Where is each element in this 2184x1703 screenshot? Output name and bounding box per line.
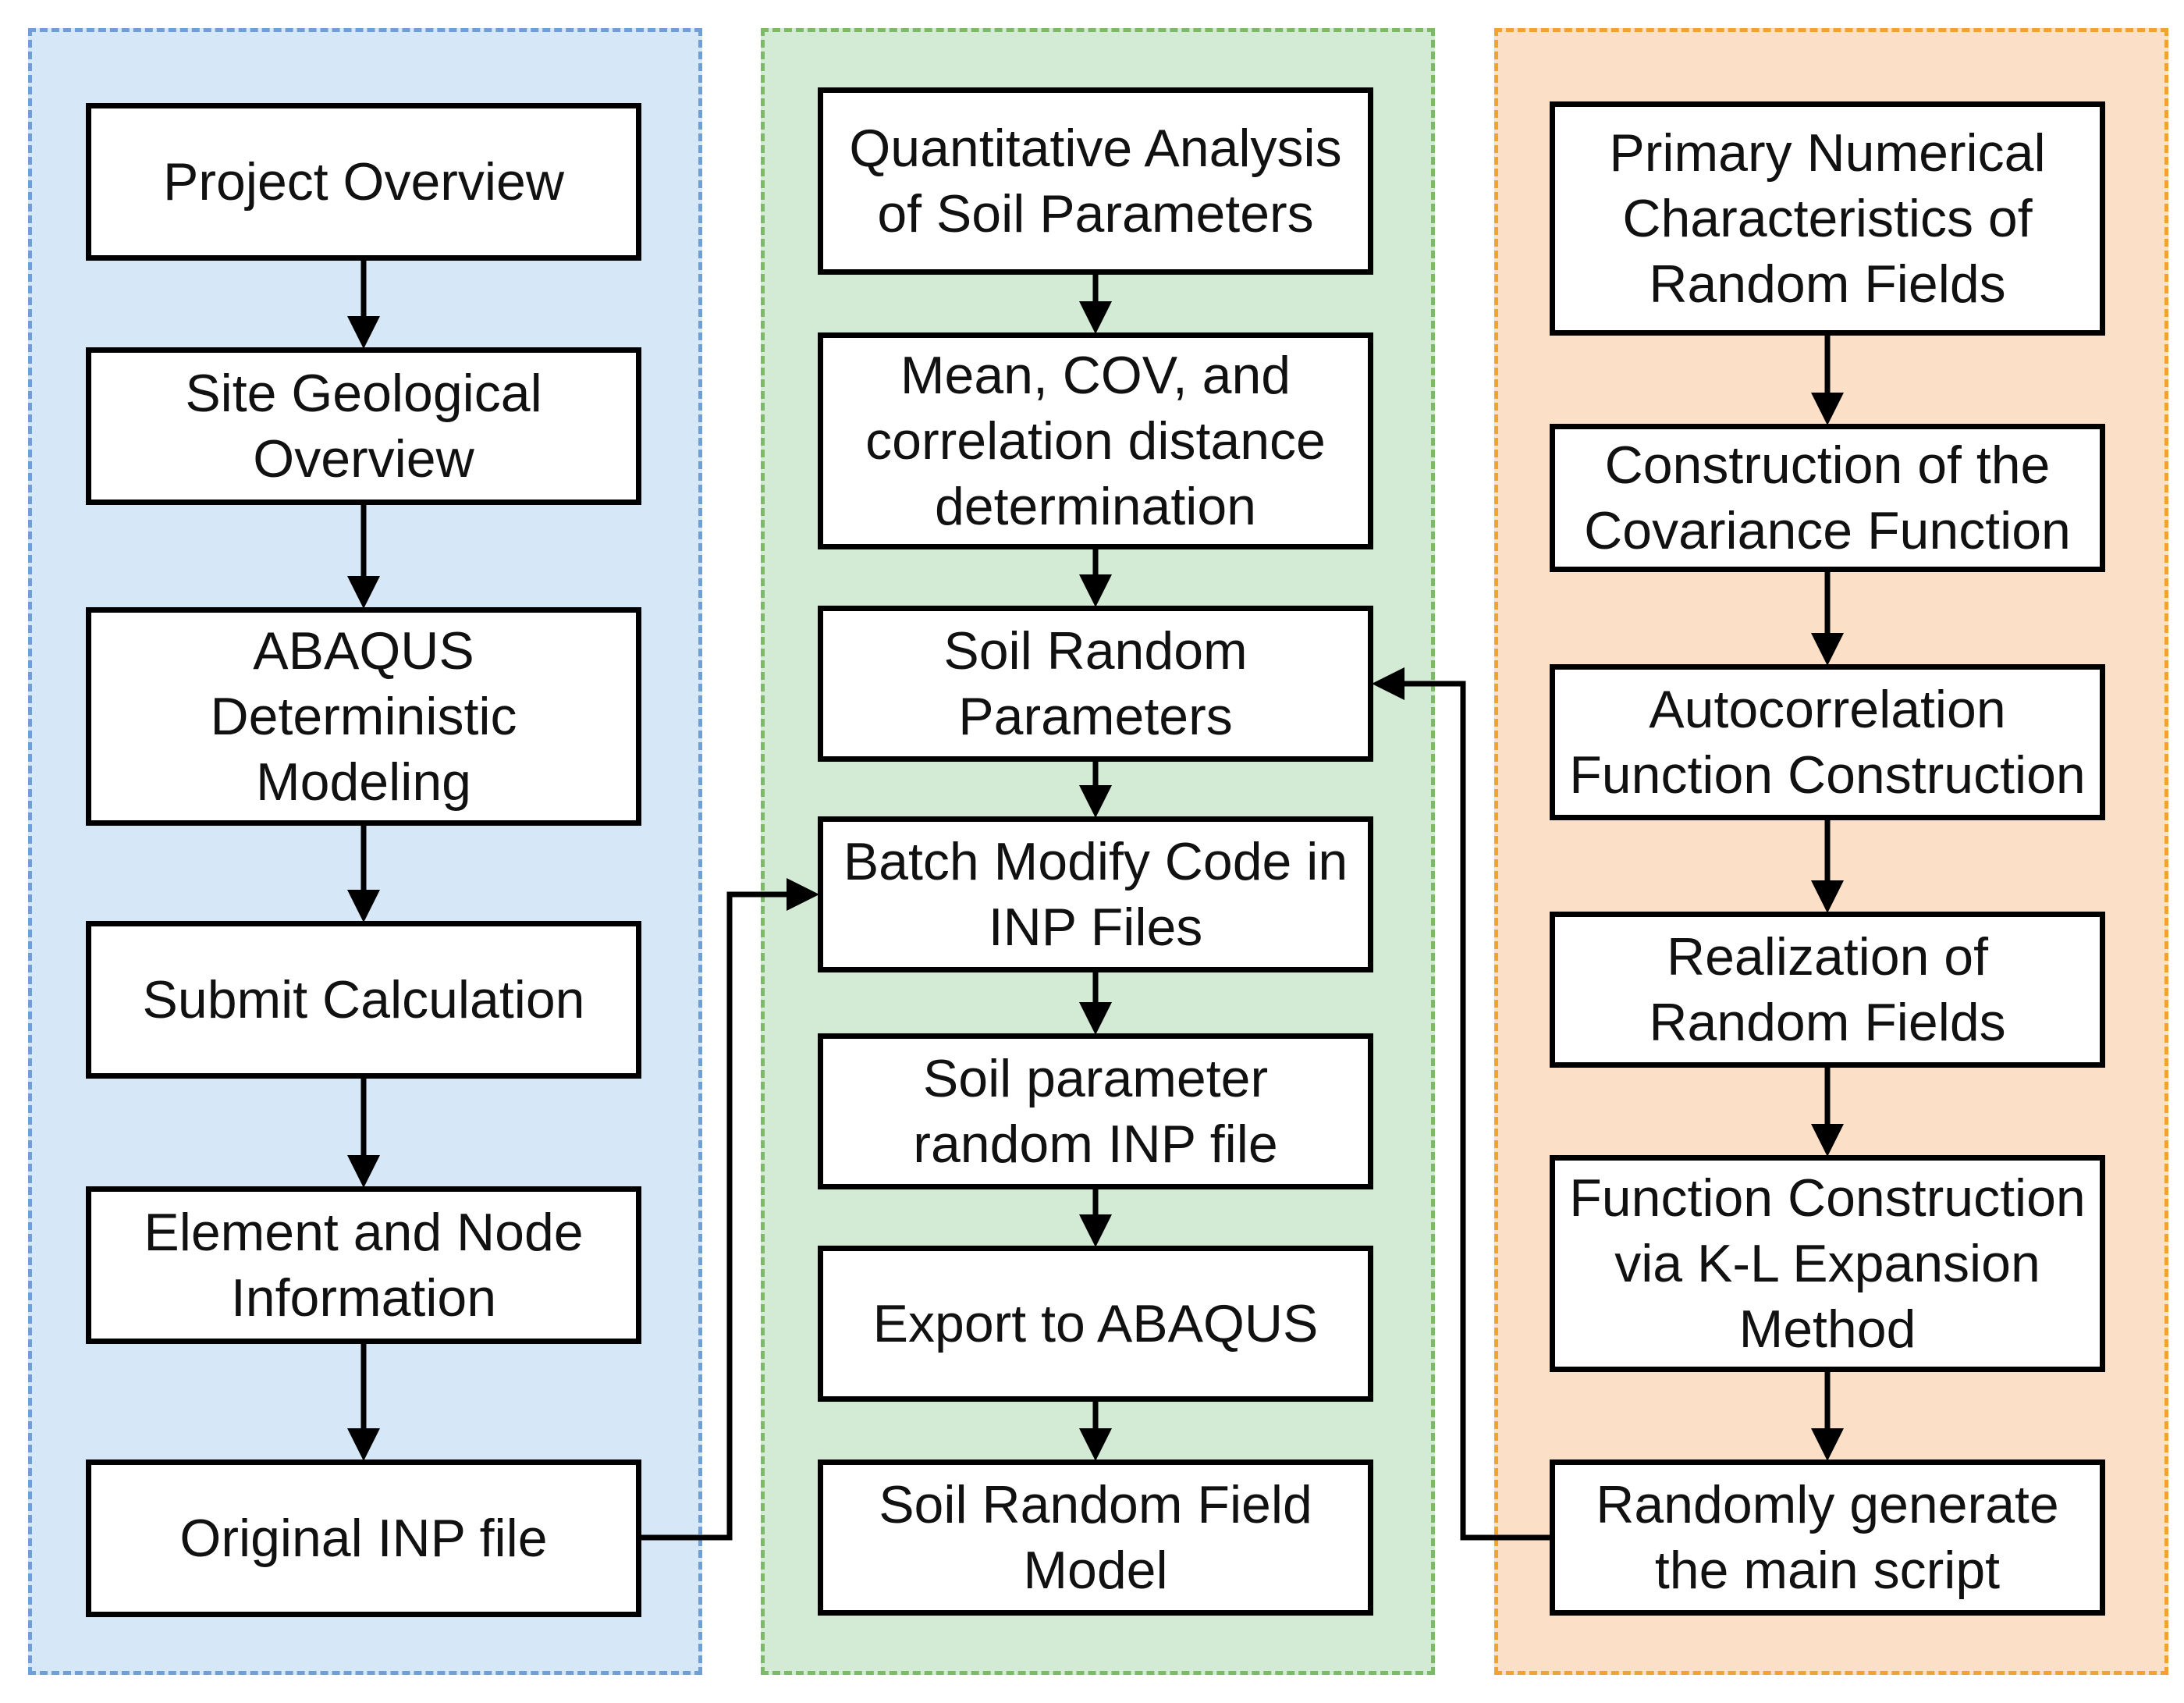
box-label: Quantitative Analysis of Soil Parameters (849, 119, 1342, 244)
box-mean-cov-correlation: Mean, COV, and correlation distance dete… (818, 332, 1373, 549)
box-label: Batch Modify Code in INP Files (843, 832, 1348, 957)
box-randomly-generate-script: Randomly generate the main script (1550, 1459, 2105, 1616)
box-label: Soil Random Field Model (879, 1475, 1312, 1600)
box-batch-modify-code: Batch Modify Code in INP Files (818, 816, 1373, 972)
box-label: Project Overview (163, 152, 564, 212)
box-label: Soil Random Parameters (943, 621, 1248, 746)
box-label: Autocorrelation Function Construction (1569, 680, 2086, 805)
box-original-inp-file: Original INP file (86, 1459, 641, 1617)
box-soil-parameter-random-inp: Soil parameter random INP file (818, 1033, 1373, 1189)
box-label: Export to ABAQUS (872, 1294, 1319, 1353)
box-abaqus-deterministic-modeling: ABAQUS Deterministic Modeling (86, 607, 641, 826)
box-element-node-information: Element and Node Information (86, 1186, 641, 1344)
box-kl-expansion: Function Construction via K-L Expansion … (1550, 1155, 2105, 1372)
arrow-script-to-soil-random-parameters (1372, 667, 1550, 1541)
box-label: Soil parameter random INP file (913, 1049, 1278, 1174)
box-label: Randomly generate the main script (1596, 1475, 2059, 1600)
box-quantitative-analysis: Quantitative Analysis of Soil Parameters (818, 87, 1373, 275)
box-export-to-abaqus: Export to ABAQUS (818, 1246, 1373, 1402)
box-label: Realization of Random Fields (1649, 927, 2006, 1052)
box-label: ABAQUS Deterministic Modeling (210, 621, 517, 812)
box-label: Element and Node Information (144, 1203, 584, 1328)
box-label: Construction of the Covariance Function (1584, 436, 2071, 560)
box-label: Function Construction via K-L Expansion … (1569, 1168, 2086, 1359)
box-project-overview: Project Overview (86, 103, 641, 261)
box-label: Mean, COV, and correlation distance dete… (865, 346, 1326, 536)
box-covariance-function: Construction of the Covariance Function (1550, 424, 2105, 572)
box-site-geological-overview: Site Geological Overview (86, 347, 641, 505)
box-realization-random-fields: Realization of Random Fields (1550, 912, 2105, 1068)
box-label: Site Geological Overview (185, 364, 542, 489)
box-soil-random-parameters: Soil Random Parameters (818, 606, 1373, 762)
box-primary-numerical-characteristics: Primary Numerical Characteristics of Ran… (1550, 101, 2105, 336)
box-label: Submit Calculation (142, 970, 585, 1029)
box-submit-calculation: Submit Calculation (86, 921, 641, 1079)
box-autocorrelation-function: Autocorrelation Function Construction (1550, 664, 2105, 820)
box-label: Primary Numerical Characteristics of Ran… (1609, 123, 2046, 314)
box-label: Original INP file (179, 1509, 548, 1568)
box-soil-random-field-model: Soil Random Field Model (818, 1459, 1373, 1616)
arrow-original-inp-to-batch-modify (641, 878, 819, 1541)
